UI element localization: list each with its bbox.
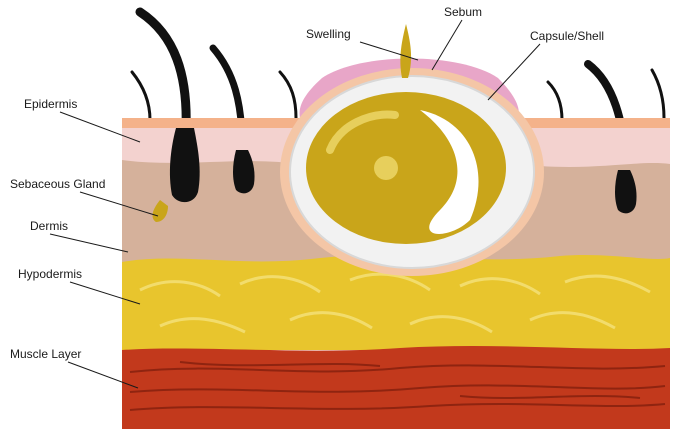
label-swelling: Swelling [306, 27, 351, 41]
label-sebaceous-gland: Sebaceous Gland [10, 177, 105, 191]
label-capsule: Capsule/Shell [530, 29, 604, 43]
label-hypodermis: Hypodermis [18, 267, 82, 281]
cyst [280, 24, 544, 276]
label-sebum: Sebum [444, 5, 482, 19]
sebum-drip [400, 24, 411, 78]
sebum-droplet [374, 156, 398, 180]
label-dermis: Dermis [30, 219, 68, 233]
label-epidermis: Epidermis [24, 97, 77, 111]
label-muscle-layer: Muscle Layer [10, 347, 81, 361]
